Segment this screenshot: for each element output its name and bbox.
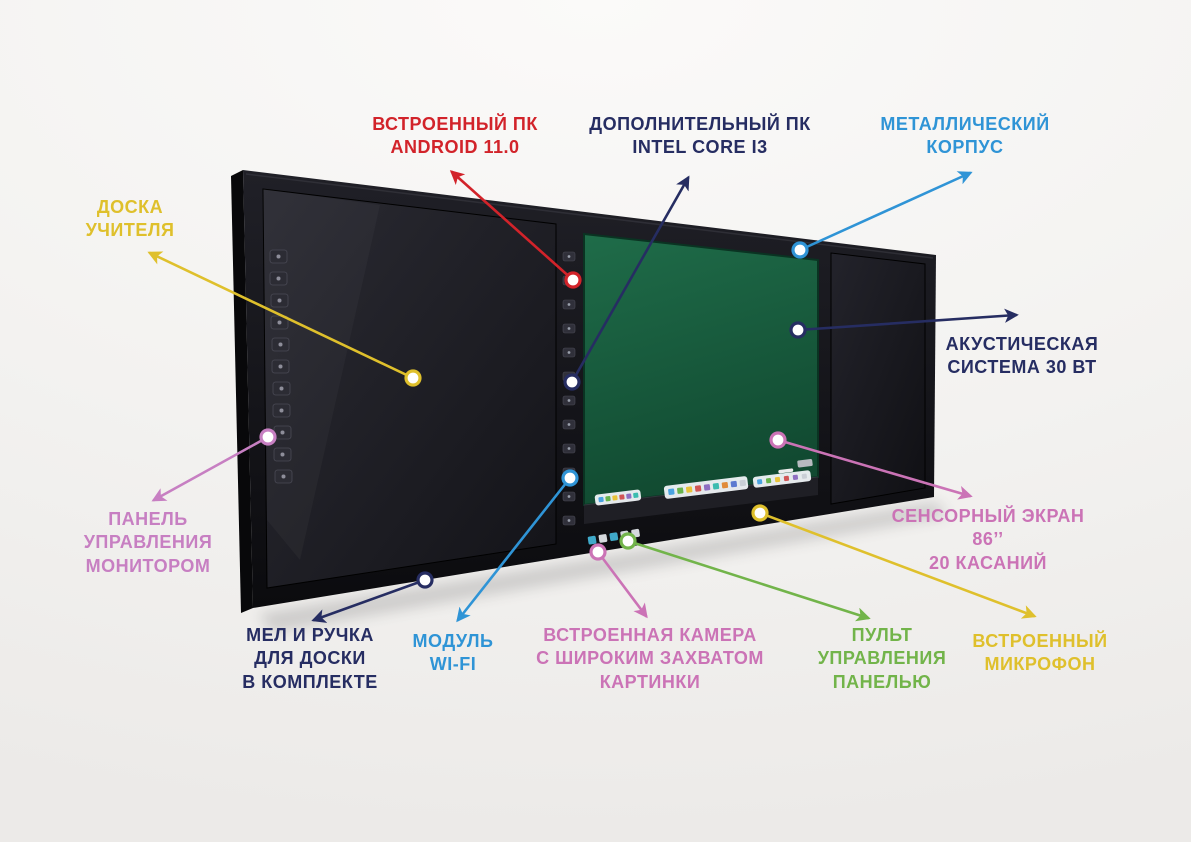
callout-teacher-board: ДОСКА УЧИТЕЛЯ: [85, 197, 175, 241]
marker-touch-screen: [769, 431, 787, 449]
floating-toolbar-right: [752, 470, 812, 488]
marker-monitor-control-panel: [259, 428, 277, 446]
callout-panel-remote: ПУЛЬТ УПРАВЛЕНИЯ ПАНЕЛЬЮ: [817, 625, 947, 692]
marker-chalk-and-pen: [416, 571, 434, 589]
board-shadow: [258, 502, 948, 632]
marker-additional-pc: [563, 373, 581, 391]
arrow-chalk-and-pen: [311, 578, 427, 623]
floating-toolbar-left: [594, 489, 642, 506]
chalkboard-tray: [584, 477, 818, 524]
board-top-highlight: [245, 173, 934, 259]
marker-built-in-camera: [589, 543, 607, 561]
marker-built-in-pc: [564, 271, 582, 289]
arrow-panel-remote: [626, 539, 871, 622]
arrow-additional-pc: [570, 175, 690, 384]
chalkboard-green-surface: [583, 232, 819, 507]
marker-wifi-module: [561, 469, 579, 487]
arrow-touch-screen: [776, 438, 973, 500]
board-side-edge: [231, 170, 253, 613]
callout-additional-pc: ДОПОЛНИТЕЛЬНЫЙ ПК INTEL CORE I3: [589, 114, 811, 158]
marker-acoustic-system: [789, 321, 807, 339]
callout-touch-screen: СЕНСОРНЫЙ ЭКРАН 86’’ 20 КАСАНИЙ: [891, 506, 1085, 573]
callout-chalk-and-pen: МЕЛ И РУЧКА ДЛЯ ДОСКИ В КОМПЛЕКТЕ: [242, 625, 378, 692]
marker-metal-case: [791, 241, 809, 259]
callout-built-in-camera: ВСТРОЕННАЯ КАМЕРА С ШИРОКИМ ЗАХВАТОМ КАР…: [536, 625, 764, 692]
callout-monitor-control-panel: ПАНЕЛЬ УПРАВЛЕНИЯ МОНИТОРОМ: [83, 509, 213, 576]
arrow-built-in-pc: [449, 170, 575, 282]
callout-wifi-module: МОДУЛЬ WI-FI: [412, 631, 494, 675]
callout-metal-case: МЕТАЛЛИЧЕСКИЙ КОРПУС: [880, 114, 1050, 158]
callout-built-in-pc: ВСТРОЕННЫЙ ПК ANDROID 11.0: [372, 114, 538, 158]
callout-built-in-mic: ВСТРОЕННЫЙ МИКРОФОН: [972, 631, 1108, 675]
arrow-built-in-mic: [758, 511, 1037, 619]
arrow-teacher-board: [147, 251, 415, 380]
arrow-wifi-module: [456, 476, 572, 623]
right-screen: [830, 252, 926, 505]
floating-toolbar-center: [663, 476, 749, 499]
marker-panel-remote: [619, 532, 637, 550]
chalk-and-eraser: [778, 459, 813, 474]
arrow-monitor-control-panel: [151, 435, 270, 502]
marker-teacher-board: [404, 369, 422, 387]
arrow-metal-case: [798, 171, 973, 252]
left-screen: [262, 188, 557, 589]
arrow-acoustic-system: [796, 308, 1019, 332]
arrow-built-in-camera: [596, 550, 648, 619]
marker-built-in-mic: [751, 504, 769, 522]
callout-acoustic-system: АКУСТИЧЕСКАЯ СИСТЕМА 30 ВТ: [945, 334, 1099, 378]
